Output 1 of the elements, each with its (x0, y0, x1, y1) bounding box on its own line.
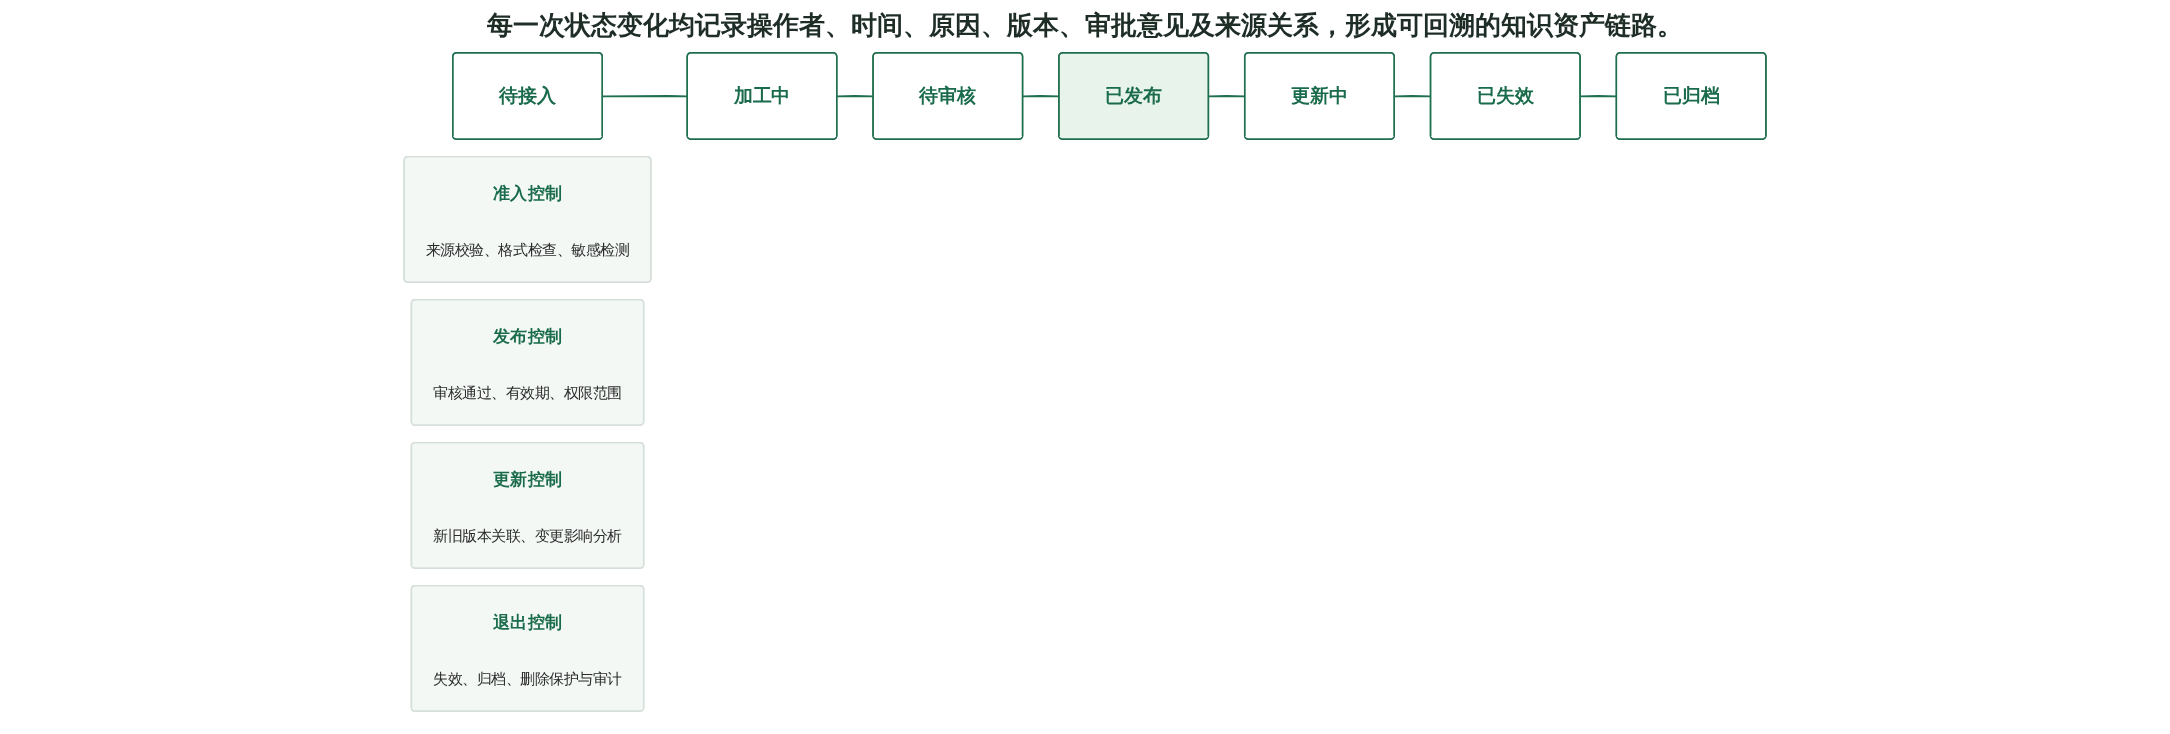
note-text: 每一次状态变化均记录操作者、时间、原因、版本、审批意见及来源关系，形成可回溯的知识资产链路。 (487, 9, 1683, 42)
